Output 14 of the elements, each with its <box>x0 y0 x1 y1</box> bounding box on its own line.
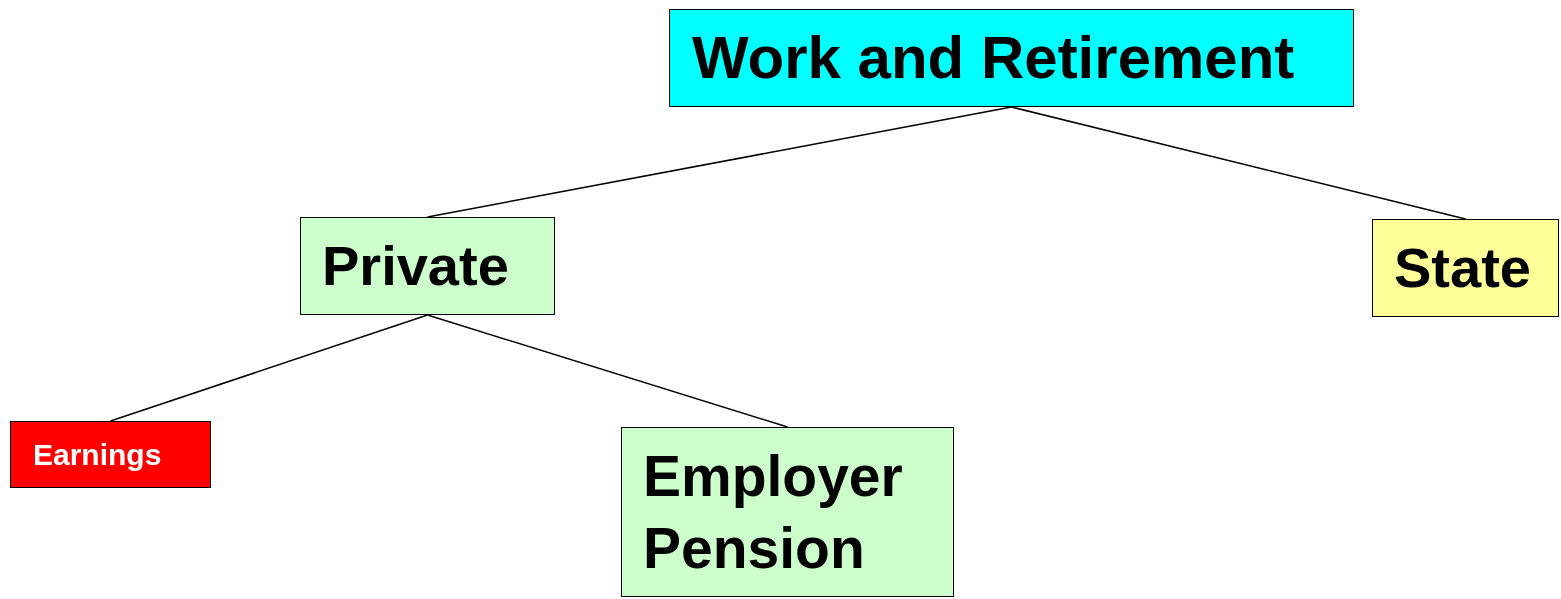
box-label: Earnings <box>33 438 162 471</box>
category-box <box>621 427 954 597</box>
connector-line <box>109 314 429 422</box>
category-box <box>300 217 555 315</box>
box-label: Private <box>322 235 509 297</box>
connector-line <box>426 106 1013 218</box>
box-label: Employer Pension <box>643 442 904 582</box>
box-label: State <box>1394 237 1531 299</box>
connector-line <box>426 314 789 428</box>
category-box <box>1372 219 1559 317</box>
category-box <box>669 9 1354 107</box>
box-label: Work and Retirement <box>692 25 1295 91</box>
category-box <box>10 421 211 488</box>
connector-line <box>1010 106 1467 220</box>
